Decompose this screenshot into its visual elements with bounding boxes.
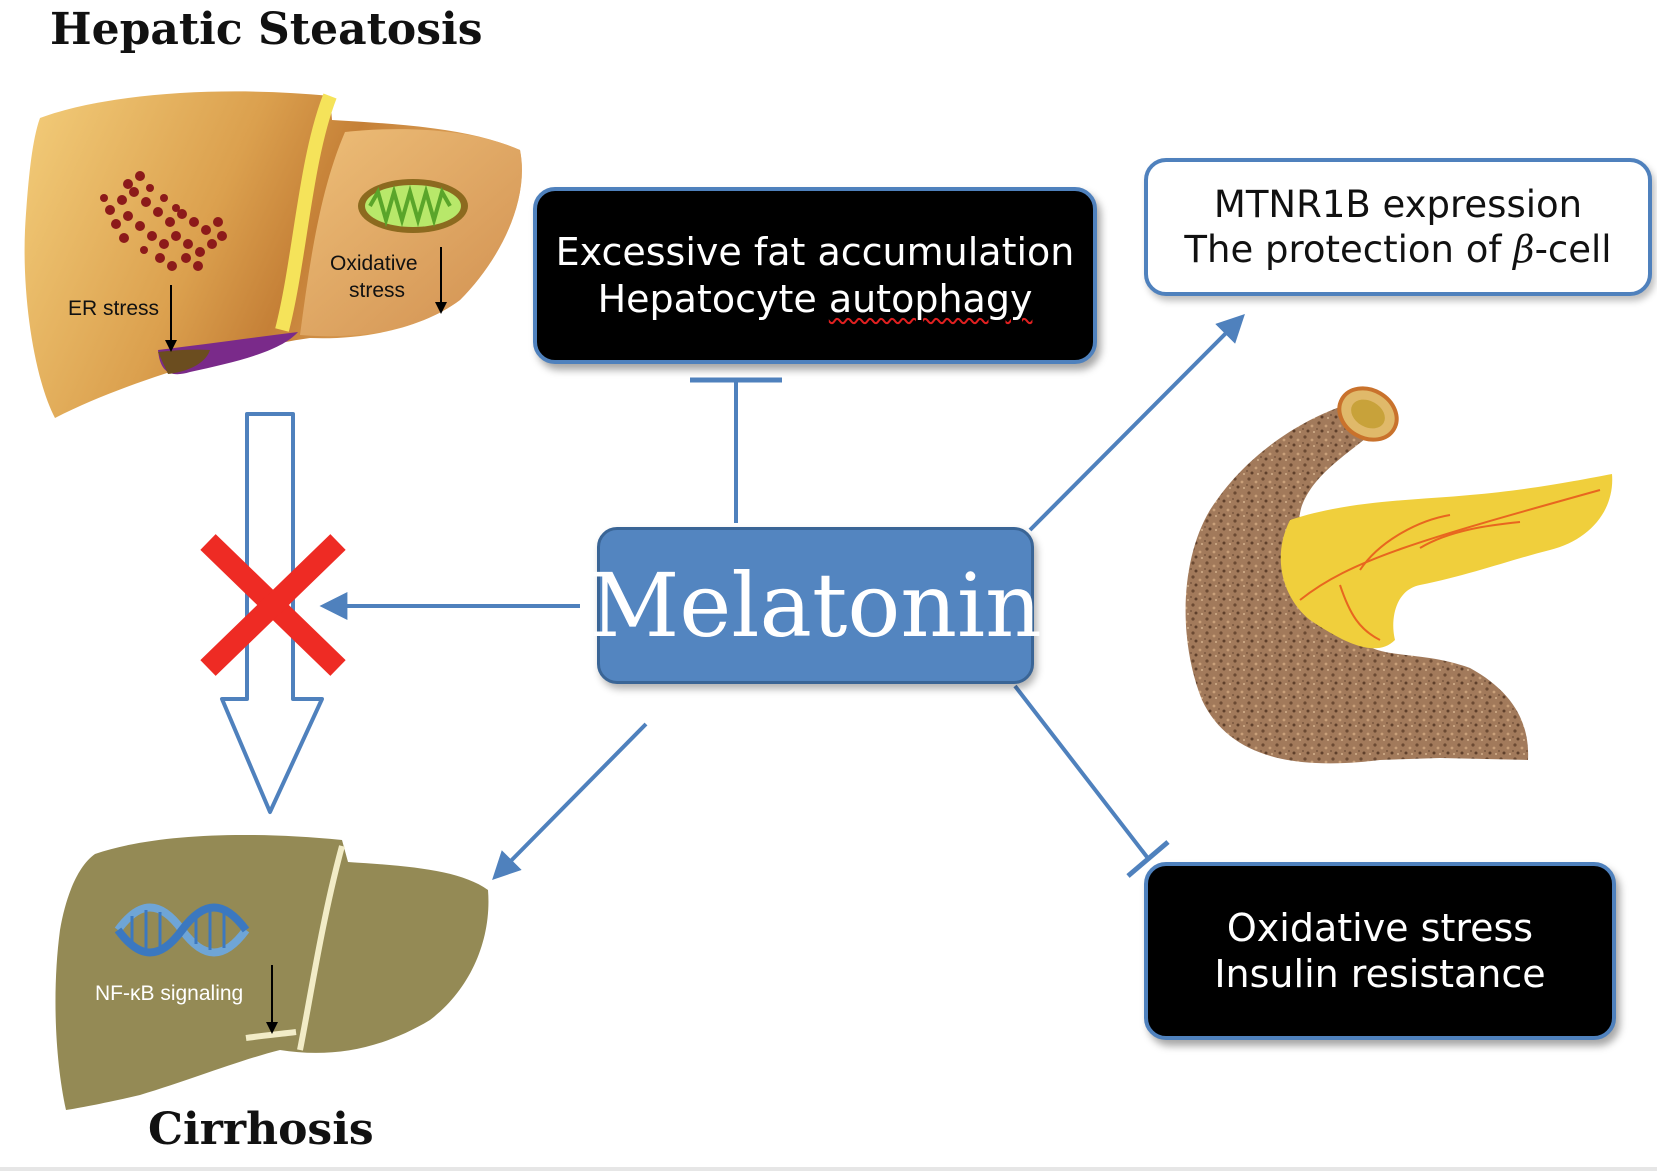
title-cirrhosis: Cirrhosis xyxy=(148,1104,374,1155)
liver-steatosis-icon: ER stress Oxidative stress xyxy=(24,91,522,419)
box-oxidative-insulin: Oxidative stress Insulin resistance xyxy=(1144,862,1616,1040)
fat-line-1: Excessive fat accumulation xyxy=(555,230,1075,275)
liver-cirrhosis-icon: NF-κB signaling xyxy=(55,834,489,1110)
block-cross-icon xyxy=(200,534,346,676)
inhibit-line-oxid xyxy=(1013,684,1149,859)
lipid-droplets-icon xyxy=(100,171,227,271)
mtnr-line-2: The protection of β-cell xyxy=(1184,228,1612,271)
nfkb-label: NF-κB signaling xyxy=(95,982,243,1005)
box-mtnr1b: MTNR1B expression The protection of β-ce… xyxy=(1144,158,1652,296)
oxid-line-2: Insulin resistance xyxy=(1214,952,1546,996)
oxidative-label-1: Oxidative xyxy=(330,252,418,275)
fat-line-2: Hepatocyte autophagy xyxy=(597,276,1033,321)
pancreas-icon xyxy=(1185,386,1613,764)
oxid-line-1: Oxidative stress xyxy=(1226,905,1534,950)
arrow-to-cirrhosis xyxy=(492,722,648,880)
melatonin-node: Melatonin xyxy=(589,527,1042,684)
mtnr-line-1: MTNR1B expression xyxy=(1213,182,1583,226)
mitochondrion-icon xyxy=(358,179,468,233)
bottom-edge-strip xyxy=(0,1167,1657,1171)
box-fat-accumulation: Excessive fat accumulation Hepatocyte au… xyxy=(533,187,1097,364)
title-hepatic-steatosis: Hepatic Steatosis xyxy=(50,4,483,55)
oxidative-label-2: stress xyxy=(349,279,405,302)
autophagy-word: autophagy xyxy=(828,276,1033,321)
er-stress-label: ER stress xyxy=(68,297,159,320)
inhibit-bar-oxid xyxy=(1126,840,1170,878)
melatonin-label: Melatonin xyxy=(589,554,1042,657)
arrow-to-mtnr xyxy=(1028,314,1245,532)
beta-symbol: β xyxy=(1513,228,1535,271)
dna-helix-icon xyxy=(114,903,250,957)
